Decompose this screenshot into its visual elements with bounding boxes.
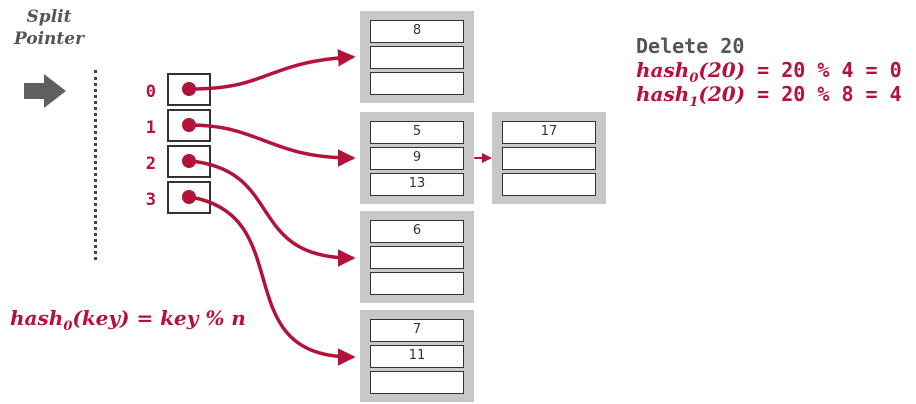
hash1-expr: 20 % 8 = 4 <box>781 82 902 106</box>
operation-title: Delete 20 <box>636 34 745 58</box>
hash1-eq: = <box>745 82 782 106</box>
formula-rest: (key) = key % n <box>72 306 246 330</box>
bucket-slot <box>370 272 464 295</box>
bucket-slot: 6 <box>370 220 464 243</box>
hash0-expr: 20 % 4 = 0 <box>781 58 902 82</box>
bucket-slot: 17 <box>502 121 596 144</box>
bucket-slot: 8 <box>370 20 464 43</box>
pointer-arrow-3 <box>188 195 356 366</box>
bucket-2: 6 <box>360 211 474 303</box>
split-pointer-label-line1: Split <box>26 7 72 27</box>
split-pointer-label: Split Pointer <box>6 6 92 50</box>
hash1-line: hash1(20) = 20 % 8 = 4 <box>636 82 902 110</box>
bucket-slot: 11 <box>370 345 464 368</box>
pointer-dot-0 <box>182 82 196 96</box>
bucket-slot <box>502 173 596 196</box>
pointer-arrow-2 <box>188 159 356 267</box>
hash0-eq: = <box>745 58 782 82</box>
bucket-slot: 5 <box>370 121 464 144</box>
directory-index-2: 2 <box>145 154 156 174</box>
hash-formula: hash0(key) = key % n <box>10 306 246 334</box>
bucket-slot <box>502 147 596 170</box>
pointer-dot-1 <box>182 118 196 132</box>
pointer-arrow-0 <box>188 49 356 91</box>
formula-sub: 0 <box>63 319 73 334</box>
hash0-name: hash <box>636 58 690 82</box>
bucket-1: 5 9 13 <box>360 112 474 204</box>
hash1-sub: 1 <box>689 95 699 110</box>
pointer-dot-3 <box>182 190 196 204</box>
bucket-slot <box>370 46 464 69</box>
overflow-bucket: 17 <box>492 112 606 204</box>
bucket-slot: 13 <box>370 173 464 196</box>
directory-index-0: 0 <box>145 82 156 102</box>
formula-name: hash <box>10 306 64 330</box>
bucket-3: 7 11 <box>360 310 474 402</box>
bucket-0: 8 <box>360 11 474 103</box>
hash0-sub: 0 <box>689 71 699 86</box>
directory-index-3: 3 <box>145 190 156 210</box>
split-pointer-line <box>94 70 97 260</box>
bucket-slot: 9 <box>370 147 464 170</box>
split-pointer-arrow-icon <box>24 74 66 108</box>
hash0-arg: (20) <box>698 58 746 82</box>
split-pointer-label-line2: Pointer <box>13 29 85 49</box>
bucket-slot <box>370 72 464 95</box>
bucket-slot <box>370 371 464 394</box>
pointer-dot-2 <box>182 154 196 168</box>
pointer-arrow-1 <box>188 123 356 167</box>
hash1-name: hash <box>636 82 690 106</box>
directory-index-1: 1 <box>145 118 156 138</box>
hash1-arg: (20) <box>698 82 746 106</box>
bucket-slot <box>370 246 464 269</box>
hash0-line: hash0(20) = 20 % 4 = 0 <box>636 58 902 86</box>
bucket-slot: 7 <box>370 319 464 342</box>
